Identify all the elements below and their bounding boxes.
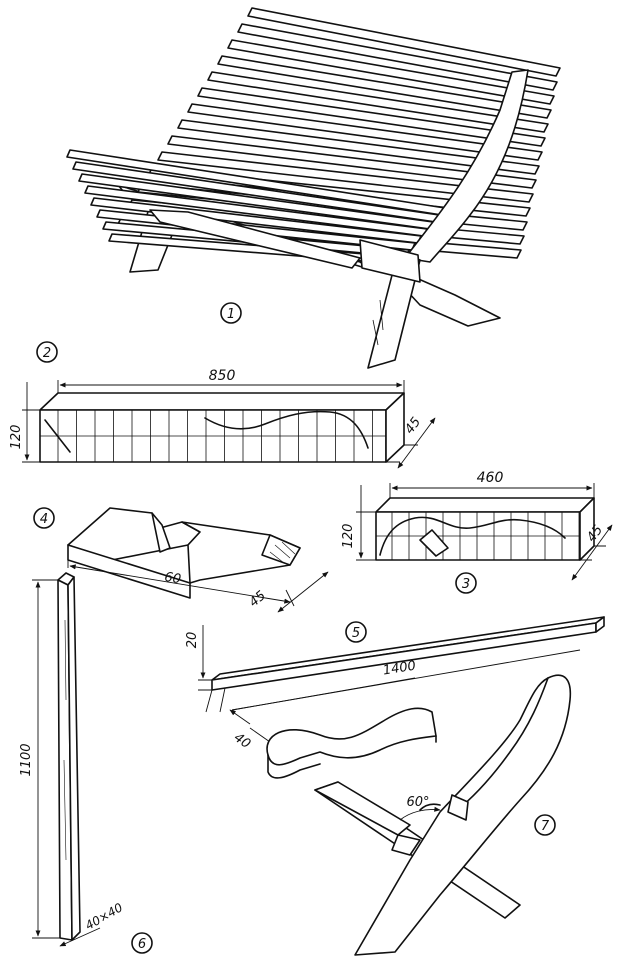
fig-label-5: 5 bbox=[352, 626, 360, 641]
drawing-stroke bbox=[237, 23, 558, 91]
dim-120-b: 120 bbox=[341, 524, 356, 549]
drawing-stroke bbox=[177, 119, 540, 175]
dim-60: 60 bbox=[163, 570, 182, 588]
dim-40x40: 40×40 bbox=[83, 900, 125, 933]
fig-label-6: 6 bbox=[138, 937, 146, 952]
part-3-short-board: 460 120 45 3 bbox=[341, 470, 613, 594]
fig-label-3: 3 bbox=[462, 577, 470, 592]
drawing-stroke bbox=[197, 87, 546, 147]
drawing-stroke bbox=[247, 7, 561, 77]
dim-45-c: 45 bbox=[247, 588, 269, 610]
seat-slats bbox=[66, 149, 446, 265]
part-4-notched-block: 4 60 45 bbox=[33, 507, 329, 613]
dim-40: 40 bbox=[231, 730, 253, 752]
assembled-bench: 1 bbox=[66, 7, 561, 369]
dim-1100: 1100 bbox=[19, 743, 34, 776]
fig-label-1: 1 bbox=[227, 307, 235, 322]
fig-label-4: 4 bbox=[40, 512, 48, 527]
dim-460: 460 bbox=[477, 470, 504, 486]
drawing-stroke bbox=[167, 135, 537, 189]
dim-850: 850 bbox=[209, 368, 236, 384]
drawing-stroke bbox=[207, 71, 549, 133]
part-2-grid bbox=[40, 410, 386, 462]
dim-20: 20 bbox=[185, 632, 200, 649]
angle-60: 60° bbox=[406, 795, 429, 810]
drawing-stroke bbox=[227, 39, 555, 105]
fig-label-7: 7 bbox=[541, 819, 550, 834]
drawing-stroke bbox=[217, 55, 552, 119]
part-7-cross-leg: 60° 7 bbox=[314, 674, 572, 956]
drawing-stroke bbox=[187, 103, 543, 161]
dim-1400: 1400 bbox=[382, 659, 417, 679]
part-6-post: 1100 40×40 6 bbox=[19, 572, 153, 954]
part-5-rail: 5 20 1400 40 bbox=[185, 616, 605, 779]
dim-120-a: 120 bbox=[9, 425, 24, 450]
part-2-long-board: 2 850 120 45 bbox=[9, 341, 436, 469]
dim-45-a: 45 bbox=[402, 415, 424, 437]
fig-label-2: 2 bbox=[43, 346, 51, 361]
drawing-stroke bbox=[157, 151, 534, 203]
